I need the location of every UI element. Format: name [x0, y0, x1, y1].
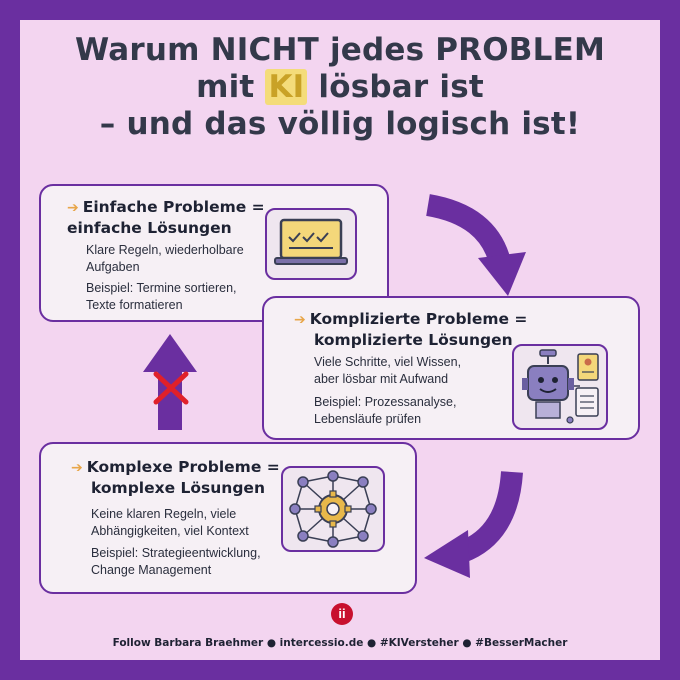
footer: Follow Barbara Braehmer ● intercessio.de… [112, 637, 568, 649]
arrow-right-icon: ➔ [294, 312, 306, 328]
curved-arrow-down-left-head [424, 530, 470, 578]
up-arrow-icon [143, 334, 197, 372]
network-gear-icon [281, 466, 385, 552]
arrow-right-icon: ➔ [71, 460, 83, 476]
title-line-2-post: lösbar ist [318, 69, 484, 105]
title-line-2-pre: mit [196, 69, 255, 105]
card-description: Keine klaren Regeln, viele Abhängigkeite… [91, 507, 249, 538]
card-complex-problems: ➔Komplexe Probleme = komplexe Lösungen K… [39, 442, 417, 594]
laptop-checklist-icon [265, 208, 357, 280]
page-title: Warum NICHT jedes PROBLEM mit KI lösbar … [0, 32, 680, 143]
card-complicated-problems: ➔Komplizierte Probleme = komplizierte Lö… [262, 296, 640, 440]
red-cross-icon [153, 371, 189, 405]
card-heading: ➔Komplizierte Probleme = komplizierte Lö… [294, 310, 528, 349]
card-description: Klare Regeln, wiederholbare Aufgaben [86, 243, 244, 274]
card-heading: ➔Komplexe Probleme = komplexe Lösungen [71, 458, 280, 497]
title-line-1: Warum NICHT jedes PROBLEM [74, 32, 606, 68]
robot-documents-icon [512, 344, 608, 430]
curved-arrow-down-right-icon [425, 194, 511, 266]
title-line-2: mit KI lösbar ist [0, 69, 680, 106]
card-example: Beispiel: Strategieentwicklung, Change M… [91, 546, 261, 577]
ki-highlight: KI [265, 69, 308, 105]
card-example: Beispiel: Termine sortieren, Texte forma… [86, 281, 237, 312]
arrow-right-icon: ➔ [67, 200, 79, 216]
title-line-3: – und das völlig logisch ist! [99, 106, 581, 142]
card-example: Beispiel: Prozessanalyse, Lebensläufe pr… [314, 395, 457, 426]
card-heading: ➔Einfache Probleme = einfache Lösungen [67, 198, 265, 237]
curved-arrow-down-right-head [478, 252, 526, 296]
curved-arrow-down-left-icon [457, 471, 523, 563]
brand-logo: ii [331, 603, 353, 625]
card-description: Viele Schritte, viel Wissen, aber lösbar… [314, 355, 462, 386]
